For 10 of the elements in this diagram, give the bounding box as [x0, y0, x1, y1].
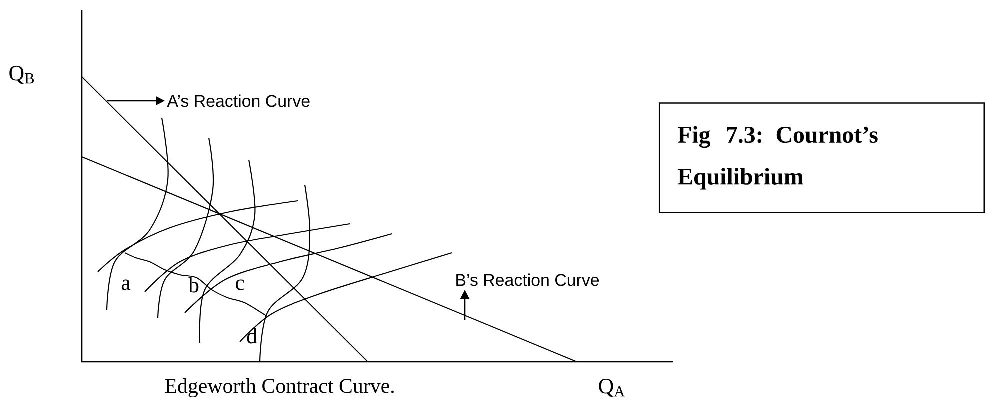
point-label: c: [236, 280, 244, 290]
axis-label: Q$_{A}$: [599, 378, 626, 398]
point-label: a: [122, 280, 131, 290]
title-box: Fig 7.3: Cournot’s Equilibrium: [658, 102, 986, 214]
point-label: b: [188, 277, 199, 293]
axis-caption: Edgeworth Contract Curve.: [165, 378, 394, 398]
curve-label: A’s Reaction Curve: [167, 94, 310, 108]
point-label: d: [247, 328, 258, 344]
axis-label: Q$_{B}$: [10, 66, 34, 84]
curve-label: B’s Reaction Curve: [456, 274, 600, 286]
